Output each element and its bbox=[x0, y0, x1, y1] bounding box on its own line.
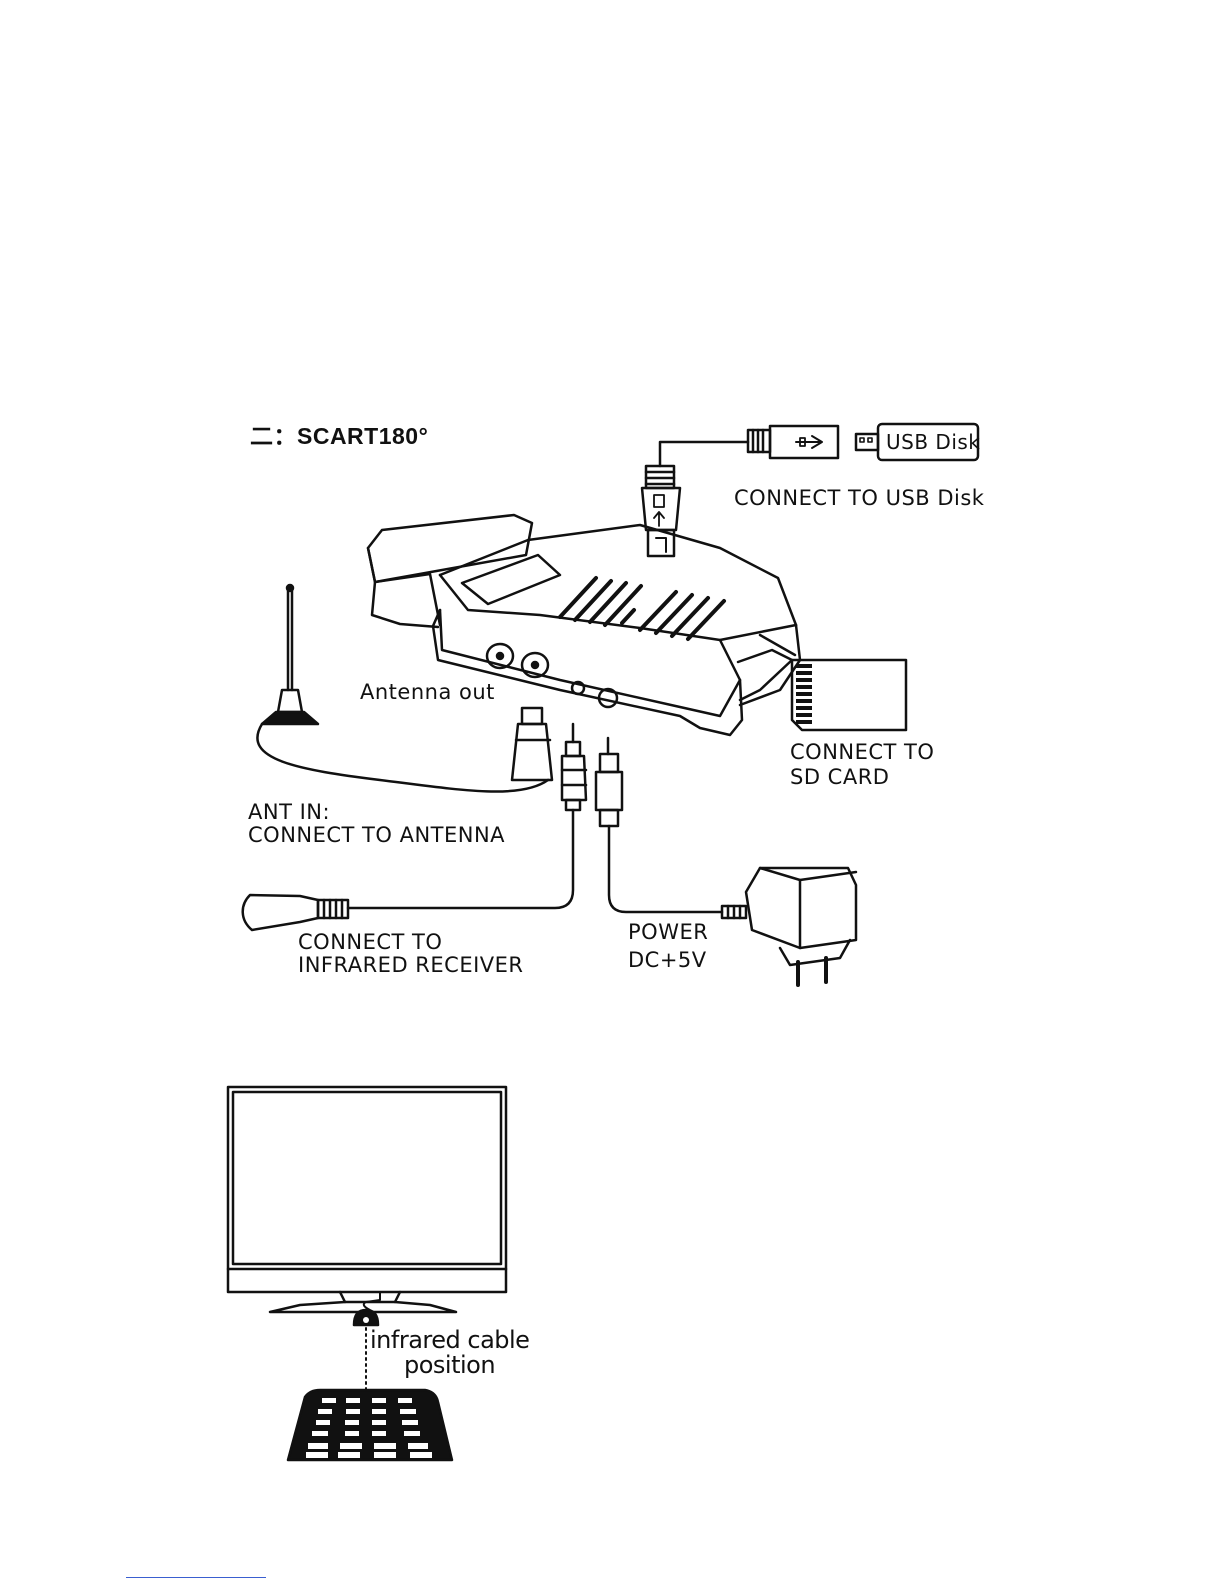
power-plug-icon bbox=[596, 738, 622, 826]
connect-usb-label: CONNECT TO USB Disk bbox=[734, 486, 984, 511]
vent-slots bbox=[560, 578, 724, 639]
ant-in-label-line2: CONNECT TO ANTENNA bbox=[248, 823, 505, 848]
usb-cable bbox=[660, 442, 748, 466]
usb-plug-icon bbox=[748, 426, 838, 458]
ir-cable-label-line1: infrared cable bbox=[370, 1328, 529, 1353]
tv-ir-receiver-icon bbox=[354, 1310, 378, 1325]
connect-sd-label-line1: CONNECT TO bbox=[790, 740, 934, 765]
ant-in-label-line1: ANT IN: bbox=[248, 800, 330, 825]
infrared-receiver-icon bbox=[243, 895, 348, 930]
sd-card-contacts bbox=[796, 664, 812, 724]
infrared-label-line1: CONNECT TO bbox=[298, 930, 442, 955]
tv-monitor-icon bbox=[228, 1087, 506, 1312]
diagram-heading: 二：SCART180° bbox=[250, 424, 428, 449]
footer-divider bbox=[126, 1577, 266, 1578]
infrared-label-line2: INFRARED RECEIVER bbox=[298, 953, 524, 978]
power-cable bbox=[609, 826, 722, 912]
antenna-icon bbox=[262, 585, 318, 724]
antenna-out-label: Antenna out bbox=[360, 680, 495, 705]
heading-prefix: 二： bbox=[250, 423, 297, 449]
usb-vertical-plug-icon bbox=[642, 466, 680, 556]
remote-control-icon bbox=[288, 1390, 452, 1460]
power-label-line2: DC+5V bbox=[628, 948, 707, 973]
power-adapter-icon bbox=[722, 868, 856, 985]
ir-cable-label-line2: position bbox=[404, 1353, 495, 1378]
usb-disk-label: USB Disk bbox=[886, 430, 980, 455]
infrared-plug-icon bbox=[562, 724, 586, 810]
connect-sd-label-line2: SD CARD bbox=[790, 765, 889, 790]
ant-plug-icon bbox=[512, 708, 552, 780]
power-label-line1: POWER bbox=[628, 920, 708, 945]
antenna-cable bbox=[257, 724, 548, 792]
heading-title: SCART180° bbox=[297, 423, 428, 449]
